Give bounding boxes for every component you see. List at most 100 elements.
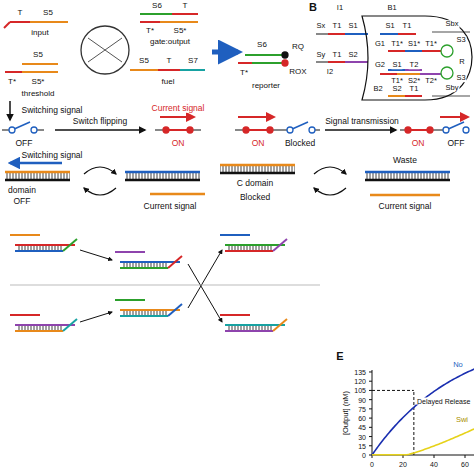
symbol [81,26,129,74]
base-pairs [220,166,295,172]
strand [115,251,145,253]
strand-label: T2* [424,77,438,85]
strand [22,63,58,65]
strand [220,314,250,316]
symbol [9,127,15,133]
strand [88,38,122,62]
strand [9,101,11,120]
strand [168,256,182,268]
strand-label: S1 [347,22,358,30]
state-label: Switching signal [21,106,84,115]
strand-label: S5 [138,57,150,65]
strand [125,171,200,174]
strand [63,239,77,251]
strand [405,69,422,71]
base-pairs [227,326,273,330]
strand [115,299,145,301]
strand-label: fuel [161,78,176,86]
strand [316,61,328,63]
strand [328,33,345,35]
strand-label: reporter [251,82,281,90]
strand [420,73,441,75]
strand-label: S6 [256,41,268,49]
strand [220,234,250,236]
strand [4,22,10,28]
strand-label: T1 [332,22,343,30]
strand [120,315,168,317]
strand [369,371,372,372]
panel-letter: B [308,2,318,13]
strand [400,130,405,131]
strand [413,390,414,455]
axis-tick: 0 [361,452,367,459]
axis-tick: 60 [460,461,470,468]
strand [388,69,405,71]
state-label: Current signal [151,104,206,113]
strand [30,21,68,23]
strand [140,21,160,23]
axis-tick: 120 [353,378,367,385]
strand [88,38,122,62]
base-pairs [5,173,70,179]
base-pairs [17,246,63,250]
strand-label: T1 [402,22,413,30]
strand [440,116,468,118]
strand [15,324,75,326]
strand-label: T [166,57,173,65]
strand-label: R [458,58,465,66]
strand-label: Sby [445,84,460,92]
strand [370,194,440,197]
strand [372,390,414,391]
curve [372,369,474,455]
strand [220,164,295,167]
chart-annotation: Swi [455,416,469,424]
strand-label: S6 [151,2,163,10]
strand-label: S2 [347,51,358,59]
strand [150,193,205,196]
axis-tick: 45 [357,424,367,431]
base-pairs [365,173,450,179]
axis-tick: 60 [357,415,367,422]
strand-label: T* [7,78,17,86]
strand [188,250,222,308]
strand-label: T [182,2,189,10]
state-label: ON [171,139,186,148]
strand [273,239,287,251]
strand [388,95,405,97]
axis-tick: 20 [398,461,408,468]
state-label: Switch flipping [72,117,128,126]
strand [10,21,30,23]
symbol [441,45,453,57]
strand-label: S1 [384,22,395,30]
strand-label: T1* [390,40,404,48]
strand-label: Sy [316,51,327,59]
strand [369,381,372,382]
strand [15,244,75,246]
strand-label: T1* [424,40,438,48]
state-label: ON [251,139,266,148]
strand [325,129,396,131]
outline [362,16,472,100]
strand [380,33,398,35]
strand [315,130,320,131]
axis-title: [Output] (nM) [342,390,350,436]
strand [380,73,397,75]
strand [369,418,372,419]
strand-label: S7 [187,57,199,65]
strand [365,171,450,174]
strand [238,62,252,64]
strand [193,130,201,131]
state-label: domain [7,186,37,195]
strand [345,33,368,35]
symbol [287,127,293,133]
axis-tick: 15 [357,442,367,449]
strand [158,69,180,71]
strand-label: I1 [336,4,344,12]
curve [372,429,474,455]
base-pairs [122,263,168,267]
state-label: Waste [392,156,418,165]
strand [398,33,416,35]
strand [433,130,443,131]
